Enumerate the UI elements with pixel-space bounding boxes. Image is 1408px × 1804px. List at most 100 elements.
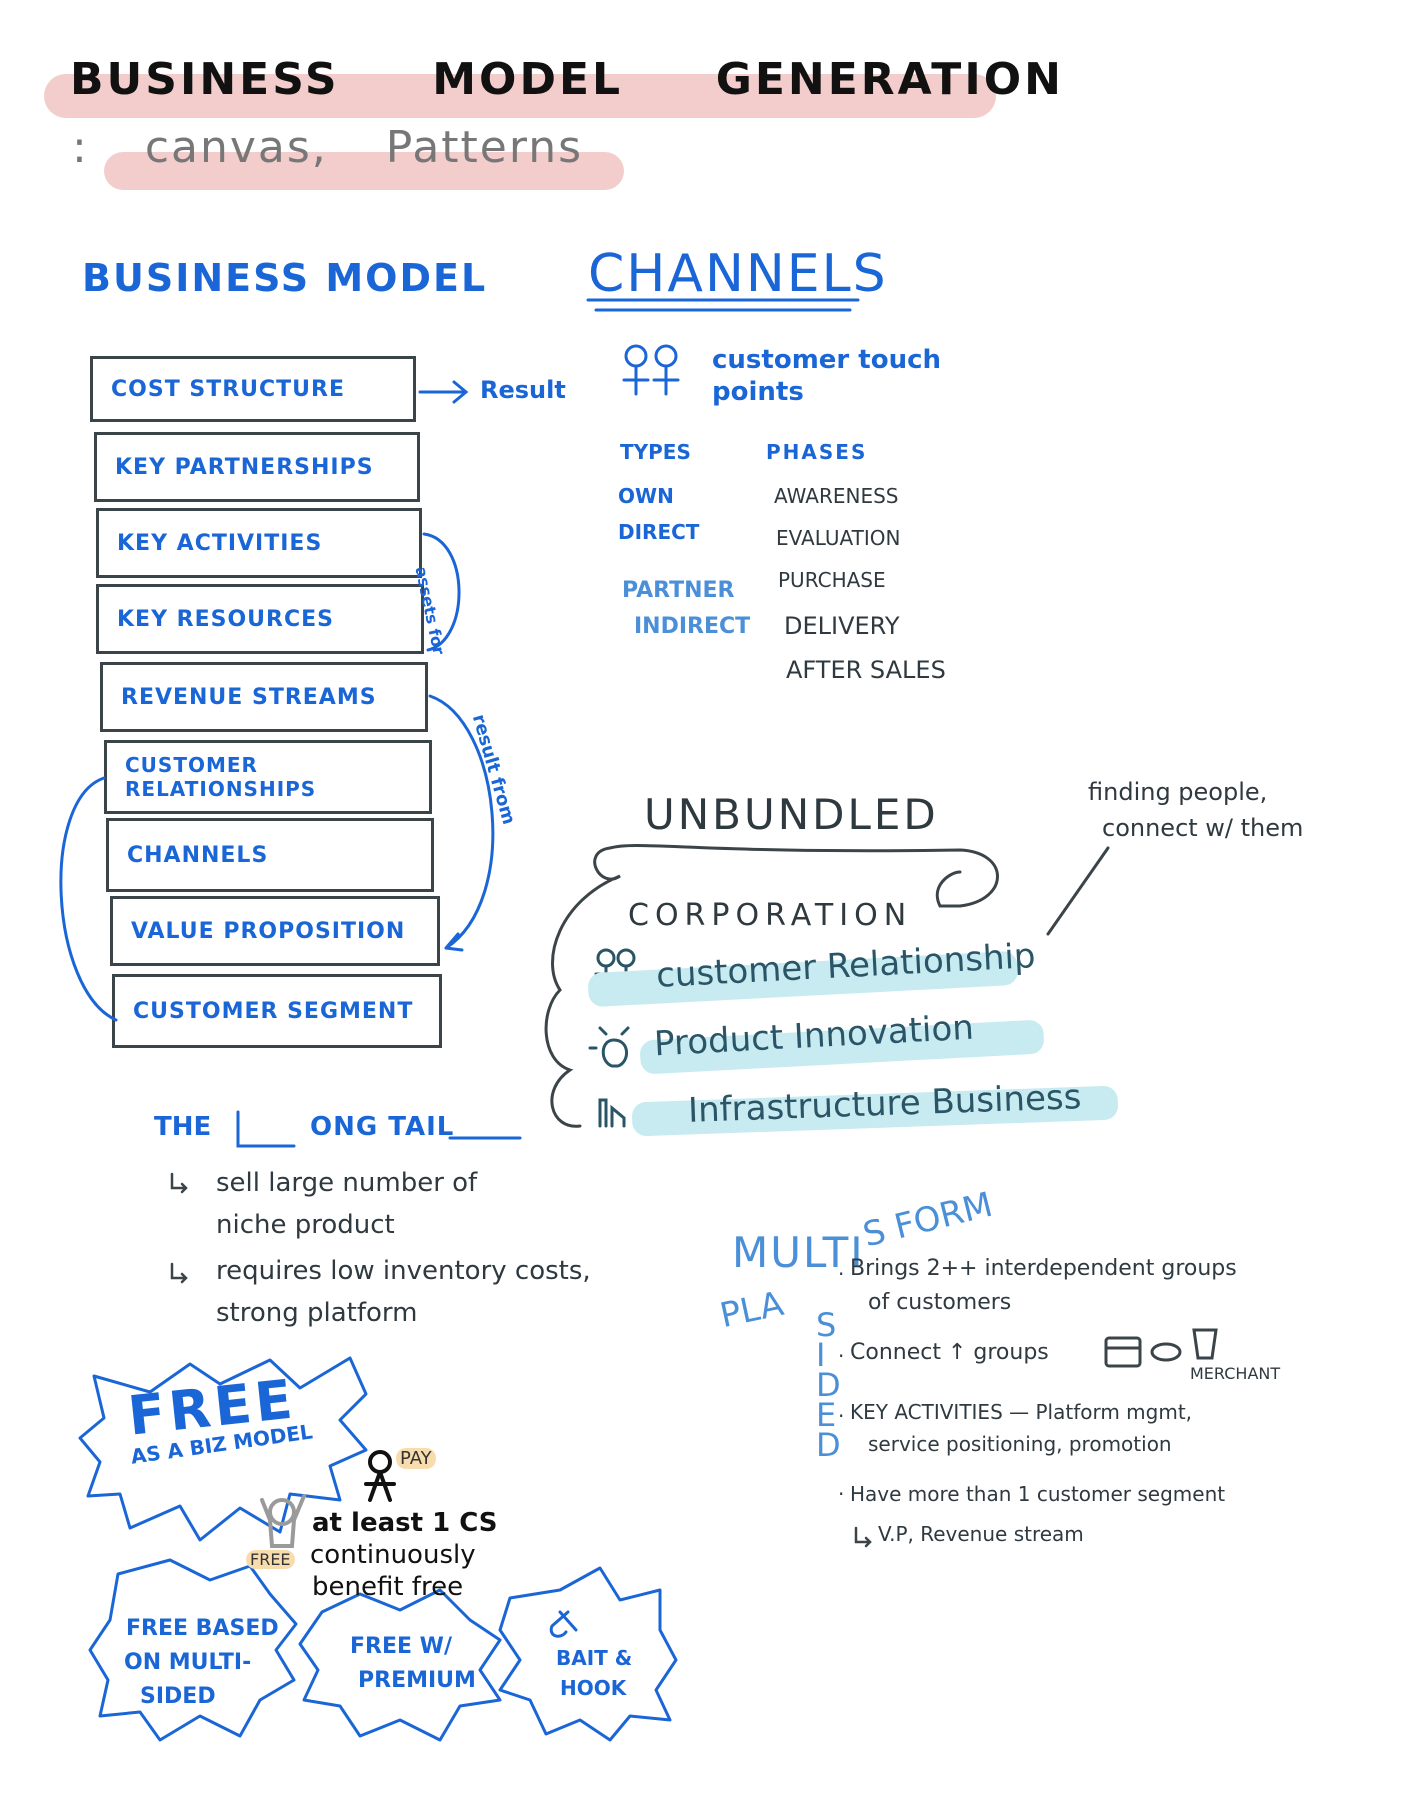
- title-highlight: [44, 74, 996, 118]
- result-arrow: [418, 380, 469, 404]
- sided-word: SIDED: [816, 1306, 841, 1464]
- phase-after-sales: AFTER SALES: [786, 656, 946, 684]
- multi-point-3: KEY ACTIVITIES — Platform mgmt,: [850, 1400, 1193, 1424]
- type-direct: DIRECT: [618, 520, 700, 544]
- block-key-activities-label: KEY ACTIVITIES: [117, 530, 323, 556]
- long-tail-l: [236, 1110, 296, 1148]
- subtitle-highlight: [104, 152, 624, 190]
- free-premium-burst: [298, 1588, 502, 1742]
- result-from-arc: [428, 694, 495, 952]
- free-type-multi-line2: ON MULTI-: [124, 1650, 252, 1675]
- multi-point-1: Brings 2++ interdependent groups: [850, 1256, 1237, 1281]
- free-type-premium-line2: PREMIUM: [358, 1668, 476, 1693]
- relationship-people-icon: [596, 948, 616, 968]
- multi-point-2: Connect ↑ groups: [850, 1340, 1049, 1365]
- phase-delivery: DELIVERY: [784, 612, 900, 640]
- title-word-business: BUSINESS: [70, 54, 340, 105]
- block-value-proposition-label: VALUE PROPOSITION: [131, 918, 406, 944]
- subtitle-word-patterns: Patterns: [385, 122, 584, 173]
- long-tail-point-2b: strong platform: [216, 1298, 418, 1328]
- factory-icon: [598, 1098, 626, 1128]
- note-pointer-line: [1046, 846, 1110, 936]
- free-person-head: [268, 1498, 296, 1526]
- free-type-premium-line1: FREE W/: [350, 1634, 452, 1659]
- free-desc-line2: continuously: [310, 1540, 476, 1570]
- multi-point-3b: service positioning, promotion: [868, 1432, 1172, 1456]
- free-type-multi-line3: SIDED: [140, 1684, 216, 1709]
- type-partner: PARTNER: [622, 578, 735, 603]
- touch-point-person-1: [624, 344, 648, 368]
- merchant-shop-icon: [1104, 1336, 1142, 1368]
- long-tail-point-1: sell large number of: [216, 1168, 478, 1198]
- types-heading: TYPES: [620, 440, 691, 464]
- corporation-label: CORPORATION: [628, 898, 913, 933]
- block-customer-segment: CUSTOMER SEGMENT: [112, 974, 442, 1048]
- result-label: Result: [480, 376, 566, 404]
- long-tail-point-1b: niche product: [216, 1210, 395, 1240]
- type-own: OWN: [618, 484, 674, 508]
- block-value-proposition: VALUE PROPOSITION: [110, 896, 440, 966]
- bait-hook-burst: [498, 1566, 678, 1742]
- unbundled-note-line2: connect w/ them: [1102, 814, 1304, 842]
- multi-word: MULTI: [732, 1228, 865, 1277]
- assets-for-arc: [422, 532, 461, 652]
- merchant-label: MERCHANT: [1190, 1364, 1281, 1383]
- block-customer-relationships-label: CUSTOMER RELATIONSHIPS: [125, 753, 317, 801]
- block-key-partnerships-label: KEY PARTNERSHIPS: [115, 454, 374, 480]
- page-title: BUSINESS MODEL GENERATION: [70, 54, 1064, 105]
- phases-heading: PHASES: [766, 440, 868, 464]
- free-type-bait-line1: BAIT &: [556, 1646, 633, 1670]
- phase-evaluation: EVALUATION: [776, 526, 901, 550]
- title-word-generation: GENERATION: [715, 54, 1064, 105]
- phase-purchase: PURCHASE: [778, 568, 886, 592]
- bullet-dot: ·: [838, 1404, 845, 1428]
- block-customer-segment-label: CUSTOMER SEGMENT: [133, 998, 414, 1024]
- free-multi-burst: [88, 1558, 298, 1742]
- free-type-bait-line2: HOOK: [560, 1676, 627, 1700]
- multi-point-1b: of customers: [868, 1290, 1012, 1315]
- long-tail-point-2: requires low inventory costs,: [216, 1256, 591, 1286]
- page-subtitle: : canvas, Patterns: [72, 122, 583, 173]
- touch-point-person-2: [654, 344, 678, 368]
- multi-point-4b: V.P, Revenue stream: [878, 1522, 1084, 1546]
- phase-awareness: AWARENESS: [774, 484, 899, 508]
- block-channels-label: CHANNELS: [127, 842, 269, 868]
- bullet-dot: ·: [838, 1262, 845, 1286]
- block-revenue-streams-label: REVENUE STREAMS: [121, 684, 377, 710]
- block-channels: CHANNELS: [106, 818, 434, 892]
- channels-underline: [586, 298, 860, 312]
- free-desc-line1: at least 1 CS: [312, 1508, 498, 1538]
- multi-vp-arrow: [854, 1526, 872, 1548]
- pay-person-head: [368, 1450, 392, 1474]
- unbundled-note-line1: finding people,: [1088, 778, 1268, 806]
- bullet-dot: ·: [838, 1482, 845, 1506]
- bullet-dot: ·: [838, 1344, 845, 1368]
- scroll-banner: [608, 843, 999, 908]
- long-tail-the: THE: [154, 1112, 212, 1142]
- block-key-resources: KEY RESOURCES: [96, 584, 424, 654]
- long-tail-arrow-2: [170, 1262, 188, 1284]
- free-main-burst: [78, 1356, 368, 1542]
- block-revenue-streams: REVENUE STREAMS: [100, 662, 428, 732]
- subtitle-word-canvas: canvas,: [144, 122, 328, 173]
- pay-label: PAY: [396, 1448, 436, 1469]
- business-model-heading: BUSINESS MODEL: [82, 256, 488, 300]
- lightbulb-icon: [588, 1026, 630, 1068]
- type-indirect: INDIRECT: [634, 614, 751, 639]
- customer-touch-points: customer touch points: [712, 345, 942, 407]
- multi-point-4: Have more than 1 customer segment: [850, 1482, 1226, 1506]
- relationship-segment-loop: [59, 776, 118, 1022]
- channels-heading: CHANNELS: [588, 244, 888, 304]
- free-desc-line3: benefit free: [312, 1572, 464, 1602]
- block-cost-structure-label: COST STRUCTURE: [111, 376, 345, 402]
- block-key-partnerships: KEY PARTNERSHIPS: [94, 432, 420, 502]
- unbundled-heading: UNBUNDLED: [644, 790, 939, 839]
- bait-hook-icon: [549, 1610, 578, 1638]
- block-cost-structure: COST STRUCTURE: [90, 356, 416, 422]
- scroll-left-curl: [544, 846, 621, 1128]
- free-type-multi-line1: FREE BASED: [126, 1616, 279, 1641]
- title-word-model: MODEL: [432, 54, 624, 105]
- free-label: FREE: [246, 1550, 295, 1569]
- subtitle-colon: :: [72, 122, 89, 173]
- long-tail-arrow-1: [170, 1172, 188, 1194]
